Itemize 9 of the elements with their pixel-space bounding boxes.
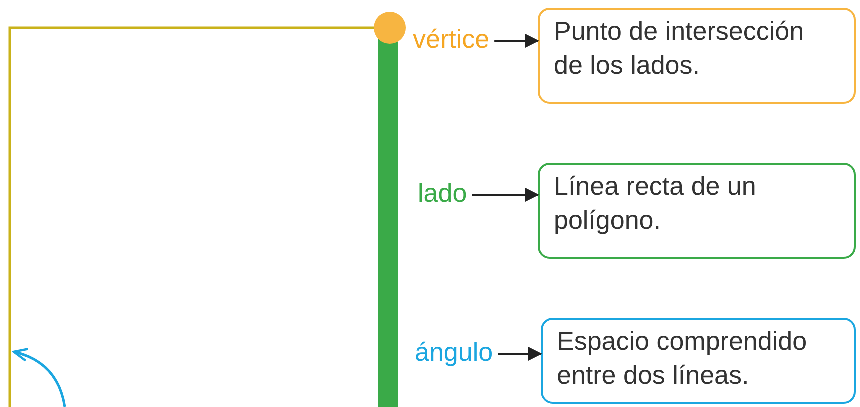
arrow bbox=[494, 34, 540, 48]
term-label: ángulo bbox=[415, 335, 494, 369]
definition-box: Línea recta de un polígono. bbox=[538, 163, 856, 259]
term-label: lado bbox=[418, 176, 468, 210]
definition-box: Punto de intersección de los lados. bbox=[538, 8, 856, 104]
arrow bbox=[498, 347, 542, 361]
arrow bbox=[472, 188, 540, 202]
definition-box: Espacio comprendido entre dos líneas. bbox=[541, 318, 856, 404]
term-label: vértice bbox=[413, 22, 490, 56]
